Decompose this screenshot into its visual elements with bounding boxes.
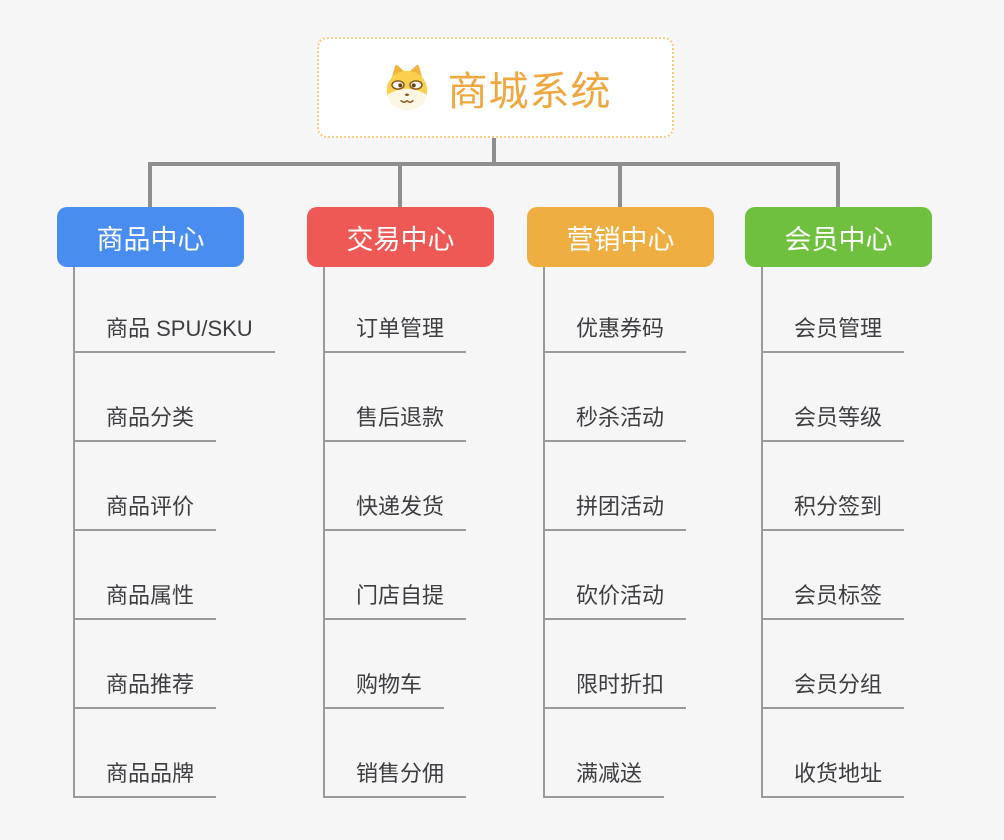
- leaf-node-label[interactable]: 商品推荐: [75, 667, 217, 709]
- leaf-node: 会员分组: [763, 620, 905, 709]
- leaf-node-label[interactable]: 购物车: [325, 667, 445, 709]
- leaf-node: 商品分类: [75, 353, 275, 442]
- leaf-node: 收货地址: [763, 709, 905, 798]
- leaf-node-label[interactable]: 会员管理: [763, 311, 905, 353]
- leaf-node: 购物车: [325, 620, 466, 709]
- branch-items-marketing-center: 优惠券码 秒杀活动 拼团活动 砍价活动 限时折扣 满减送: [543, 267, 687, 798]
- branch-node-trade-center[interactable]: 交易中心: [307, 207, 494, 267]
- leaf-node-label[interactable]: 满减送: [545, 756, 665, 798]
- leaf-node-label[interactable]: 商品 SPU/SKU: [75, 311, 275, 353]
- leaf-node-label[interactable]: 门店自提: [325, 578, 467, 620]
- leaf-node: 会员管理: [763, 267, 905, 353]
- branch-drop-connector: [398, 164, 402, 208]
- leaf-node-label[interactable]: 快递发货: [325, 489, 467, 531]
- branch-rail-connector: [148, 162, 840, 166]
- branch-drop-connector: [148, 164, 152, 208]
- leaf-node-label[interactable]: 商品属性: [75, 578, 217, 620]
- leaf-node: 商品 SPU/SKU: [75, 267, 275, 353]
- leaf-node: 订单管理: [325, 267, 467, 353]
- root-stem-connector: [492, 136, 496, 164]
- branch-label: 交易中心: [346, 224, 455, 255]
- leaf-node-label[interactable]: 商品评价: [75, 489, 217, 531]
- leaf-node-label[interactable]: 收货地址: [763, 756, 905, 798]
- branch-label: 会员中心: [784, 224, 893, 255]
- leaf-node: 商品品牌: [75, 709, 275, 798]
- leaf-node-label[interactable]: 销售分佣: [325, 756, 467, 798]
- leaf-node-label[interactable]: 限时折扣: [545, 667, 687, 709]
- root-node[interactable]: 商城系统: [317, 37, 674, 138]
- branch-items-product-center: 商品 SPU/SKU 商品分类 商品评价 商品属性 商品推荐 商品品牌: [73, 267, 275, 798]
- leaf-node-label[interactable]: 商品分类: [75, 400, 217, 442]
- leaf-node: 商品属性: [75, 531, 275, 620]
- leaf-node: 优惠券码: [545, 267, 687, 353]
- leaf-node-label[interactable]: 砍价活动: [545, 578, 687, 620]
- leaf-node-label[interactable]: 拼团活动: [545, 489, 687, 531]
- leaf-node-label[interactable]: 优惠券码: [545, 311, 687, 353]
- leaf-node: 秒杀活动: [545, 353, 687, 442]
- leaf-node-label[interactable]: 积分签到: [763, 489, 905, 531]
- leaf-node: 商品推荐: [75, 620, 275, 709]
- branch-items-member-center: 会员管理 会员等级 积分签到 会员标签 会员分组 收货地址: [761, 267, 905, 798]
- branch-node-marketing-center[interactable]: 营销中心: [527, 207, 714, 267]
- branch-drop-connector: [618, 164, 622, 208]
- leaf-node: 快递发货: [325, 442, 467, 531]
- leaf-node: 限时折扣: [545, 620, 687, 709]
- branch-node-member-center[interactable]: 会员中心: [745, 207, 932, 267]
- branch-label: 商品中心: [96, 224, 205, 255]
- leaf-node: 会员标签: [763, 531, 905, 620]
- dog-face-icon: [386, 64, 427, 110]
- leaf-node-label[interactable]: 会员分组: [763, 667, 905, 709]
- leaf-node: 售后退款: [325, 353, 467, 442]
- leaf-node-label[interactable]: 会员等级: [763, 400, 905, 442]
- leaf-node: 门店自提: [325, 531, 467, 620]
- leaf-node: 会员等级: [763, 353, 905, 442]
- root-node-title: 商城系统: [447, 69, 612, 114]
- branch-node-product-center[interactable]: 商品中心: [57, 207, 244, 267]
- leaf-node: 砍价活动: [545, 531, 687, 620]
- branch-drop-connector: [836, 164, 840, 208]
- leaf-node: 拼团活动: [545, 442, 687, 531]
- leaf-node-label[interactable]: 订单管理: [325, 311, 467, 353]
- branch-items-trade-center: 订单管理 售后退款 快递发货 门店自提 购物车 销售分佣: [323, 267, 467, 798]
- branch-label: 营销中心: [566, 224, 675, 255]
- leaf-node: 满减送: [545, 709, 686, 798]
- leaf-node: 商品评价: [75, 442, 275, 531]
- leaf-node-label[interactable]: 秒杀活动: [545, 400, 687, 442]
- leaf-node-label[interactable]: 售后退款: [325, 400, 467, 442]
- leaf-node: 积分签到: [763, 442, 905, 531]
- leaf-node-label[interactable]: 商品品牌: [75, 756, 217, 798]
- leaf-node: 销售分佣: [325, 709, 467, 798]
- leaf-node-label[interactable]: 会员标签: [763, 578, 905, 620]
